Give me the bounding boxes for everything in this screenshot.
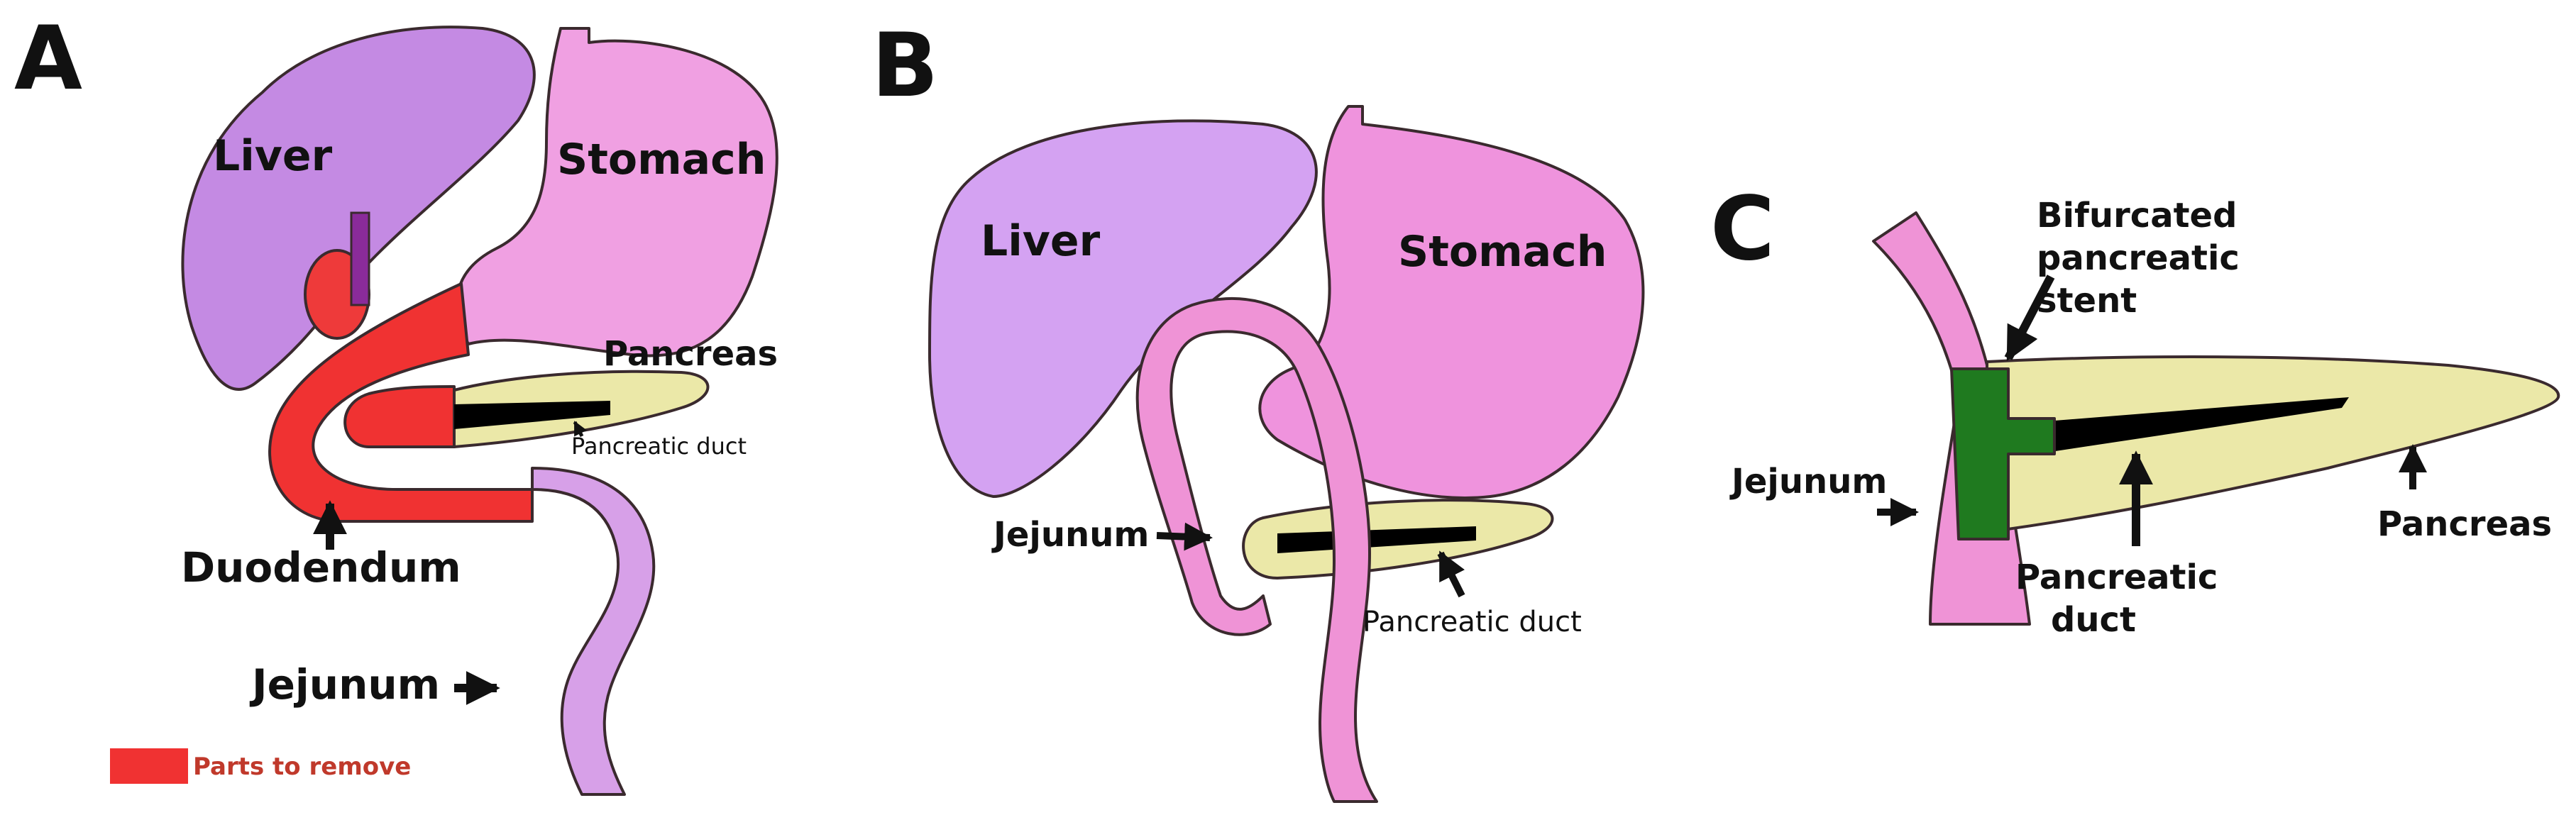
panel-b-liver-label: Liver [981,216,1101,266]
panel-a: A Liver Stomach Pancreas Pancreatic duct… [14,8,778,796]
panel-b-stomach [1258,105,1645,499]
panel-a-legend-label: Parts to remove [193,753,411,781]
panel-a-liver [181,26,536,391]
panel-c-pancreas [1986,355,2560,533]
panel-a-liver-label: Liver [213,131,333,181]
panel-c: C Bifurcated pancreatic stent Jejunum Pa… [1710,178,2560,640]
panel-a-stomach-label: Stomach [557,135,766,184]
panel-a-pancreas-label: Pancreas [603,334,778,374]
panel-a-letter: A [14,8,82,110]
panel-a-bile-duct [350,211,370,306]
panel-a-jejunum [531,467,656,796]
panel-c-stent-label-line1: Bifurcated [2037,196,2237,235]
panel-b-duct-label: Pancreatic duct [1363,606,1582,638]
panel-a-jejunum-label: Jejunum [249,660,440,709]
panel-a-duodenum-label: Duodendum [181,543,461,592]
panel-c-duct-label-line2: duct [2051,600,2136,640]
panel-c-pancreas-label: Pancreas [2377,504,2552,544]
panel-b-jejunum-label: Jejunum [991,515,1149,555]
panel-b-jejunum-arrow [1156,522,1213,551]
panel-b-jejunum [1135,296,1378,803]
panel-c-stent-label-line3: stent [2037,281,2137,321]
panel-a-duodenum-loop [343,385,456,448]
panel-c-bifurcated-stent [1950,367,2056,540]
panel-b-duct-arrow [1437,550,1465,598]
panel-c-pancreatic-duct [2037,397,2349,454]
panel-a-pancreatic-duct [454,401,610,429]
panel-a-duct-label: Pancreatic duct [571,433,747,460]
panel-c-stent-arrow [2004,275,2055,362]
panel-b: B Liver Stomach Jejunum Pancreatic duct [871,15,1645,803]
panel-a-stomach [455,27,778,357]
panel-a-legend-swatch [110,748,188,784]
panel-c-duct-label-line1: Pancreatic [2015,558,2218,597]
panel-c-stent-label-line2: pancreatic [2037,238,2240,278]
panel-a-duct-arrow [573,421,587,438]
panel-c-letter: C [1710,178,1775,280]
panel-b-pancreatic-duct [1277,526,1476,553]
panel-b-stomach-label: Stomach [1398,227,1607,277]
panel-b-letter: B [871,15,939,117]
panel-c-jejunum-label: Jejunum [1729,462,1887,501]
